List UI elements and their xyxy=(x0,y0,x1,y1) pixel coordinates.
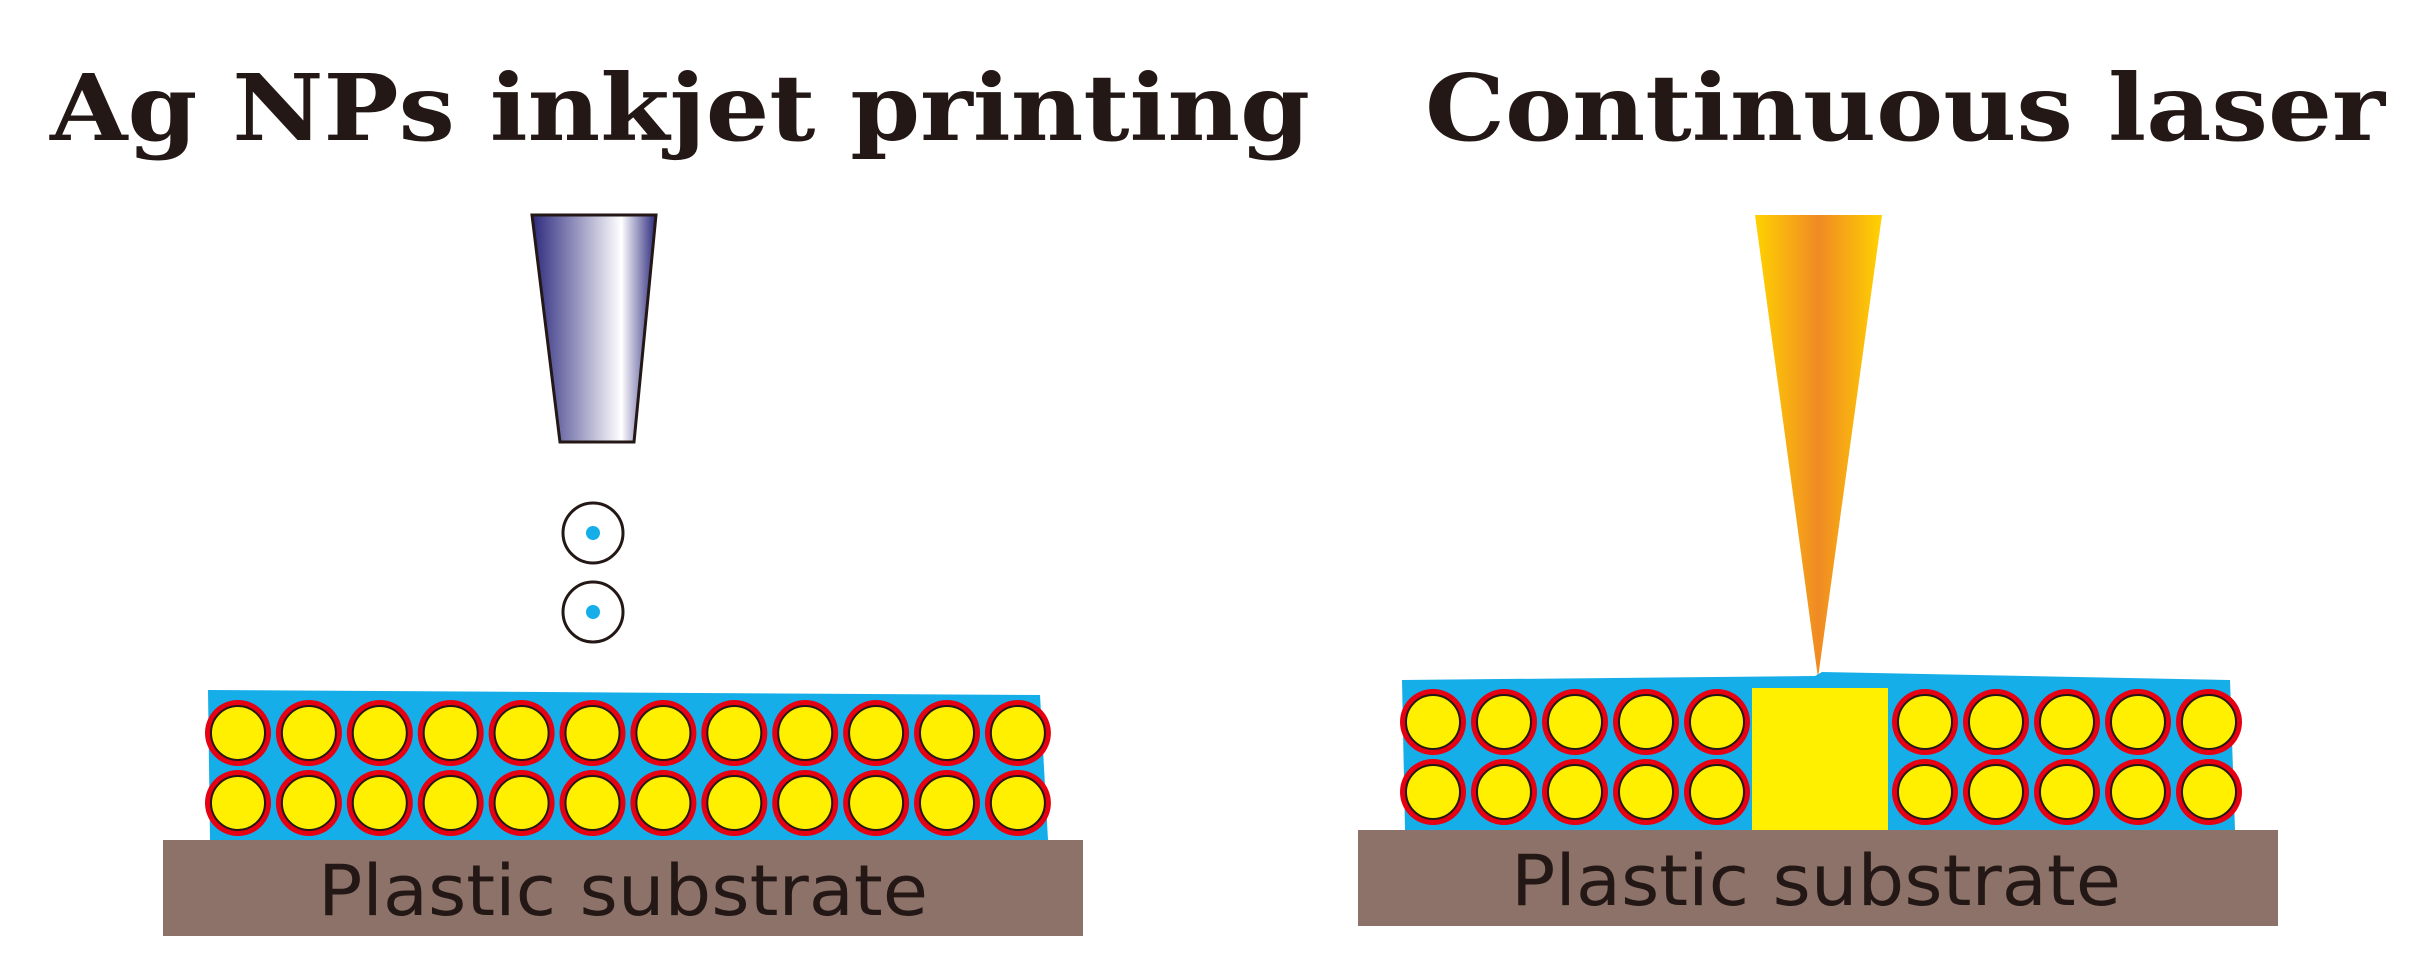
nanoparticle-core xyxy=(1547,764,1603,820)
nanoparticle-core xyxy=(1547,694,1603,750)
nanoparticle-core xyxy=(2039,764,2095,820)
nanoparticle-core xyxy=(280,705,337,761)
nanoparticle-core xyxy=(493,705,550,761)
nanoparticle-core xyxy=(706,705,763,761)
nanoparticle-core xyxy=(848,705,905,761)
nanoparticle-core xyxy=(919,705,975,761)
nanoparticle-core xyxy=(2039,694,2095,750)
right-substrate xyxy=(1358,830,2278,926)
nanoparticle-core xyxy=(351,705,408,761)
laser-beam xyxy=(1755,215,1882,678)
nanoparticle-core xyxy=(777,775,834,831)
sintered-silver-region xyxy=(1752,688,1888,830)
nanoparticle-core xyxy=(564,775,621,831)
nanoparticle-core xyxy=(1897,764,1953,820)
ink-droplet xyxy=(561,580,625,644)
left-panel-title: Ag NPs inkjet printing xyxy=(49,54,1310,162)
right-substrate-label: Plastic substrate xyxy=(1511,840,2121,922)
nanoparticle-core xyxy=(1968,764,2024,820)
nanoparticle-core xyxy=(706,775,763,831)
nanoparticle-core xyxy=(1689,694,1745,750)
nanoparticle-core xyxy=(351,775,408,831)
nanoparticle-core xyxy=(989,705,1046,761)
nanoparticle-core xyxy=(919,775,975,831)
nanoparticle-core xyxy=(989,775,1046,831)
nanoparticle-core xyxy=(1405,764,1461,820)
nanoparticle-core xyxy=(2110,694,2166,750)
nanoparticle-core xyxy=(635,705,692,761)
left-substrate xyxy=(163,840,1083,936)
ink-droplet xyxy=(561,501,625,565)
nanoparticle-core xyxy=(280,775,337,831)
nanoparticle-core xyxy=(1405,694,1461,750)
nanoparticle-core xyxy=(2181,764,2237,820)
nanoparticle-core xyxy=(848,775,905,831)
nanoparticle-core xyxy=(2110,764,2166,820)
left-substrate-label: Plastic substrate xyxy=(318,850,928,932)
right-panel-title: Continuous laser xyxy=(1425,54,2387,162)
nanoparticle-core xyxy=(1689,764,1745,820)
nanoparticle-core xyxy=(1476,764,1532,820)
inkjet-nozzle xyxy=(530,213,658,444)
left-nanoparticle-array xyxy=(205,700,1051,836)
nanoparticle-core xyxy=(422,775,479,831)
nanoparticle-core xyxy=(777,705,834,761)
nanoparticle-core xyxy=(635,775,692,831)
nanoparticle-core xyxy=(1618,694,1674,750)
nanoparticle-core xyxy=(210,705,266,761)
nanoparticle-core xyxy=(493,775,550,831)
right-nanoparticle-array xyxy=(1400,689,2242,825)
nanoparticle-core xyxy=(1618,764,1674,820)
nanoparticle-core xyxy=(1476,694,1532,750)
nanoparticle-core xyxy=(422,705,479,761)
nanoparticle-core xyxy=(1897,694,1953,750)
nanoparticle-core xyxy=(2181,694,2237,750)
nanoparticle-core xyxy=(564,705,621,761)
nanoparticle-core xyxy=(210,775,266,831)
nanoparticle-core xyxy=(1968,694,2024,750)
